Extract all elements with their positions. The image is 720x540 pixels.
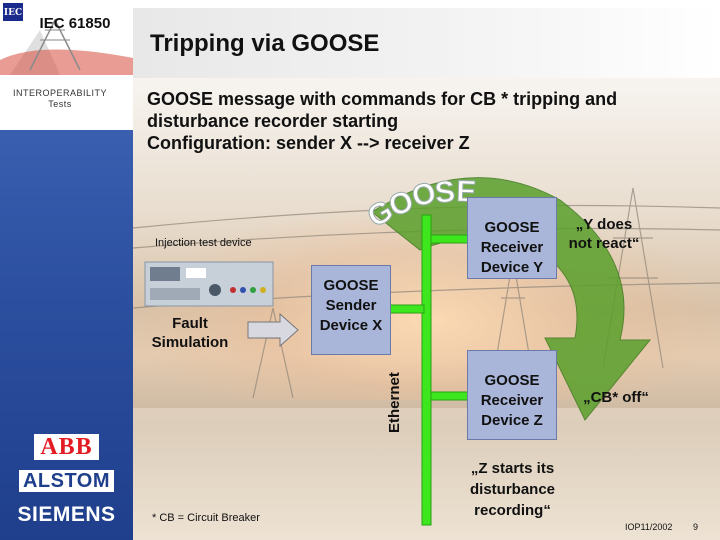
interop-subtitle: INTEROPERABILITY Tests (12, 88, 108, 109)
header: Tripping via GOOSE (133, 0, 720, 78)
ethernet-bus (421, 214, 432, 526)
title-bar (133, 8, 720, 78)
vendor-alstom: ALSTOM (0, 470, 133, 493)
ethernet-link-y (430, 234, 469, 244)
ethernet-link-sender (389, 304, 425, 314)
cb-footnote: * CB = Circuit Breaker (152, 512, 260, 524)
sidebar: IEC IEC 61850 INTEROPERABILITY Tests ABB… (0, 0, 133, 540)
page-title: Tripping via GOOSE (150, 30, 380, 57)
sidebar-header: IEC IEC 61850 (0, 0, 133, 75)
svg-text:S: S (433, 175, 456, 210)
heading-line-1: GOOSE message with commands for CB * tri… (147, 89, 618, 109)
goose-receiver-device-z: GOOSE Receiver Device Z (467, 350, 557, 440)
z-reaction-label: „CB* off“ (583, 389, 649, 406)
fault-arrow (247, 312, 299, 348)
ethernet-link-z (430, 391, 469, 401)
standard-title-text: IEC 61850 (39, 15, 111, 32)
standard-title: IEC 61850 (30, 14, 120, 33)
page-number: 9 (693, 522, 699, 532)
sidebar-subtitle-area (0, 75, 133, 130)
injection-label: Injection test device (155, 237, 252, 249)
z-disturbance-label: „Z starts its disturbance recording“ (469, 460, 556, 519)
fault-simulation-label: Fault Simulation (151, 315, 229, 351)
vendor-abb-text: ABB (34, 434, 99, 460)
heading-line-2: disturbance recorder starting (147, 111, 399, 131)
heading-line-3: Configuration: sender X --> receiver Z (147, 133, 470, 153)
footer-reference: IOP11/2002 (625, 522, 673, 532)
ethernet-label: Ethernet (386, 372, 403, 433)
goose-receiver-device-y: GOOSE Receiver Device Y (467, 197, 557, 279)
vendor-abb: ABB (0, 434, 133, 461)
y-reaction-label: „Y does not react“ (568, 216, 640, 252)
goose-sender-device-x: GOOSE Sender Device X (311, 265, 391, 355)
slide-heading: GOOSE message with commands for CB * tri… (147, 88, 617, 154)
iec-logo: IEC (2, 2, 24, 22)
vendor-siemens: SIEMENS (17, 503, 116, 526)
vendor-alstom-text: ALSTOM (18, 470, 115, 492)
